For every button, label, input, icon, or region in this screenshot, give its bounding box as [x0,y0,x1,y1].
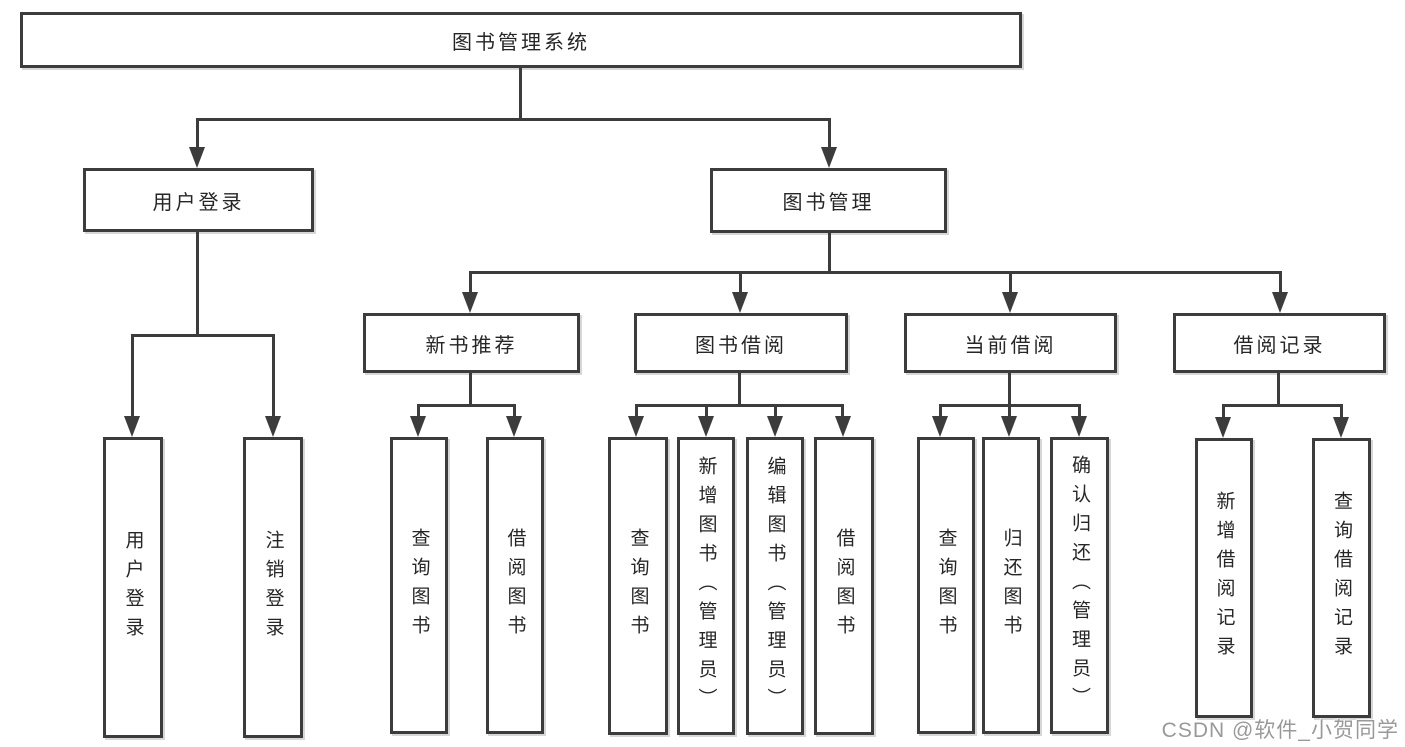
connector-line [738,373,741,406]
connector-line [469,373,472,406]
connector-line [196,118,831,121]
arrowhead-down-icon [821,147,837,168]
node-book-mgmt: 图书管理 [710,168,947,233]
arrowhead-down-icon [1002,292,1018,313]
arrowhead-down-icon [732,292,748,313]
leaf-cb-confirm-return: 确认归还（管理员） [1050,437,1109,734]
connector-line [1222,404,1343,407]
leaf-label: 确认归还（管理员） [1069,455,1090,716]
leaf-cb-query-books: 查询图书 [917,437,975,734]
leaf-bb-query-books: 查询图书 [608,437,668,735]
connector-line [1279,271,1282,295]
connector-line [469,271,472,295]
connector-line [705,404,708,419]
node-borrow-records: 借阅记录 [1173,313,1386,373]
connector-line [939,404,942,419]
node-user-login: 用户登录 [83,168,314,232]
connector-line [739,271,742,295]
arrowhead-down-icon [1215,417,1231,438]
leaf-label: 查询借阅记录 [1331,491,1352,665]
connector-line [635,404,638,419]
leaf-bb-edit-books: 编辑图书（管理员） [746,437,804,735]
node-current-borrow: 当前借阅 [904,313,1117,373]
leaf-label: 新增图书（管理员） [695,455,717,717]
leaf-bb-borrow-books: 借阅图书 [814,437,874,735]
arrowhead-down-icon [932,416,948,437]
connector-line [1009,271,1012,295]
connector-line [1340,404,1343,419]
connector-line [1008,373,1011,406]
connector-line [1008,404,1011,419]
connector-line [417,404,516,407]
leaf-label: 归还图书 [1000,527,1022,644]
leaf-label: 编辑图书（管理员） [764,455,786,717]
leaf-label: 注销登录 [262,529,284,646]
leaf-nb-query-books: 查询图书 [390,437,448,734]
node-book-borrow: 图书借阅 [634,313,848,373]
arrowhead-down-icon [410,416,426,437]
arrowhead-down-icon [189,147,205,168]
leaf-bb-add-books: 新增图书（管理员） [677,437,735,735]
leaf-br-add-record: 新增借阅记录 [1195,438,1253,718]
arrowhead-down-icon [462,292,478,313]
arrowhead-down-icon [1071,416,1087,437]
connector-line [1222,404,1225,419]
node-new-books: 新书推荐 [363,313,580,373]
leaf-logout: 注销登录 [243,437,303,738]
arrowhead-down-icon [628,416,644,437]
connector-line [828,118,831,152]
connector-line [196,118,199,152]
connector-line [131,334,134,420]
connector-line [513,404,516,419]
connector-line [828,233,831,273]
leaf-label: 查询图书 [627,528,649,644]
leaf-cb-return-books: 归还图书 [982,437,1040,734]
arrowhead-down-icon [698,416,714,437]
connector-line [1277,373,1280,406]
connector-line [131,334,274,337]
leaf-label: 新增借阅记录 [1213,491,1235,665]
connector-line [272,334,275,420]
leaf-label: 用户登录 [122,529,144,646]
arrowhead-down-icon [506,416,522,437]
connector-line [635,404,844,407]
connector-line [841,404,844,419]
connector-line [417,404,420,419]
leaf-br-query-record: 查询借阅记录 [1312,438,1371,718]
leaf-label: 查询图书 [408,527,430,644]
arrowhead-down-icon [767,416,783,437]
connector-line [196,232,199,336]
leaf-user-login: 用户登录 [103,437,163,738]
arrowhead-down-icon [265,416,281,437]
node-root: 图书管理系统 [20,12,1022,68]
arrowhead-down-icon [835,416,851,437]
leaf-label: 借阅图书 [833,528,855,644]
leaf-label: 查询图书 [935,527,957,644]
connector-line [1078,404,1081,419]
leaf-label: 借阅图书 [504,527,526,644]
connector-line [519,68,522,119]
connector-line [469,271,1281,274]
csdn-watermark: CSDN @软件_小贺同学 [1161,719,1399,742]
leaf-nb-borrow-books: 借阅图书 [486,437,544,734]
arrowhead-down-icon [1272,292,1288,313]
arrowhead-down-icon [124,416,140,437]
connector-line [774,404,777,419]
arrowhead-down-icon [1001,416,1017,437]
arrowhead-down-icon [1333,417,1349,438]
